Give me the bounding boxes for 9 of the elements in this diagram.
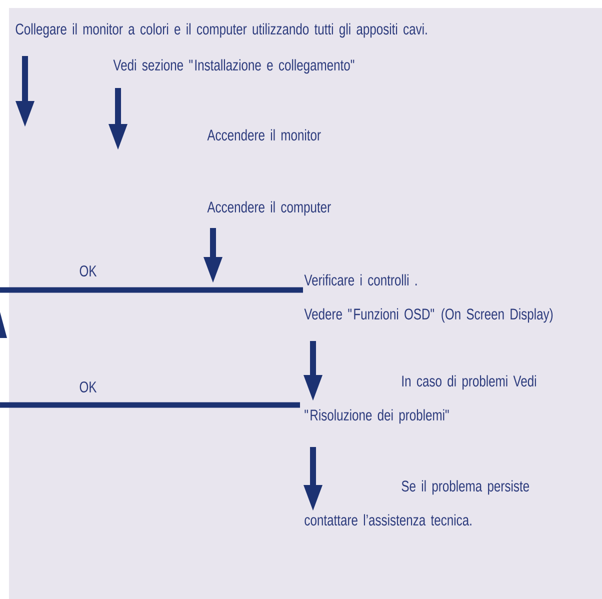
- step-text: In caso di problemi Vedi "Risoluzione dei problemi": [304, 375, 536, 424]
- step-text: Collegare il monitor a colori e il computer utilizzando tutti gli appositi cavi.: [16, 23, 427, 38]
- step-text: Vedi sezione "Installazione e collegamento": [113, 59, 354, 74]
- step-text: Accendere il computer: [207, 201, 331, 216]
- step-text: Verificare i controlli . Vedere "Funzioni OSD" (On Screen Display): [304, 274, 553, 323]
- step-text: Accendere il monitor: [207, 129, 321, 141]
- edge-label: OK: [80, 266, 97, 276]
- edge-label: OK: [80, 382, 97, 392]
- step-text: Se il problema persiste contattare l’assistenza tecnica.: [304, 480, 530, 526]
